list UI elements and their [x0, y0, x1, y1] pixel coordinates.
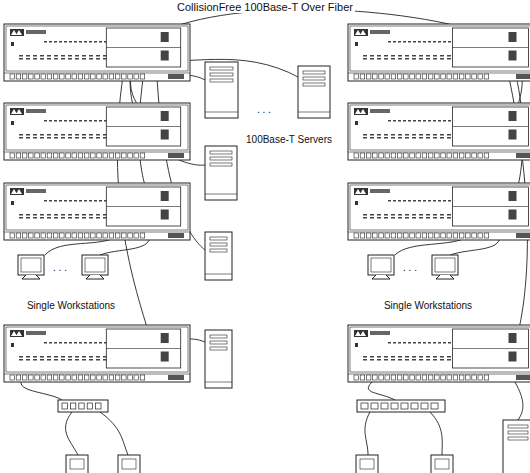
workstation-monitor: [368, 255, 394, 279]
server-tower: [205, 330, 232, 388]
server-tower: [205, 62, 238, 118]
desktop-computer: [66, 455, 88, 473]
device-label: 100Base-T Servers: [244, 134, 334, 146]
cable: [430, 412, 442, 455]
server-tower: [205, 232, 232, 280]
cable: [365, 412, 370, 455]
server-tower: [298, 66, 330, 118]
device-label: Single Workstations: [382, 300, 474, 312]
hub: [58, 400, 108, 412]
device-label: . . .: [255, 104, 273, 116]
switch-chassis: [4, 325, 190, 382]
device-label: Single Workstations: [25, 300, 117, 312]
server-tower: [205, 146, 237, 200]
desktop-computer: [118, 455, 140, 473]
switch-chassis: [348, 325, 530, 382]
cable: [21, 380, 62, 400]
cable: [515, 382, 523, 420]
hub: [357, 400, 445, 412]
device-label: . . .: [401, 262, 419, 274]
switch-chassis: [348, 183, 530, 240]
server-tower: [503, 420, 530, 473]
switch-chassis: [348, 103, 530, 160]
workstation-monitor: [432, 255, 458, 279]
switch-chassis: [4, 24, 190, 81]
diagram-title: CollisionFree 100Base-T Over Fiber: [175, 1, 355, 13]
desktop-computer: [356, 455, 378, 473]
device-label: . . .: [51, 262, 69, 274]
workstation-monitor: [18, 255, 44, 279]
cable: [368, 382, 395, 400]
switch-chassis: [4, 103, 190, 160]
workstation-monitor: [82, 255, 108, 279]
switch-chassis: [348, 24, 530, 81]
cable: [66, 412, 78, 455]
switch-chassis: [4, 183, 190, 240]
cable: [100, 412, 128, 455]
desktop-computer: [431, 455, 453, 473]
